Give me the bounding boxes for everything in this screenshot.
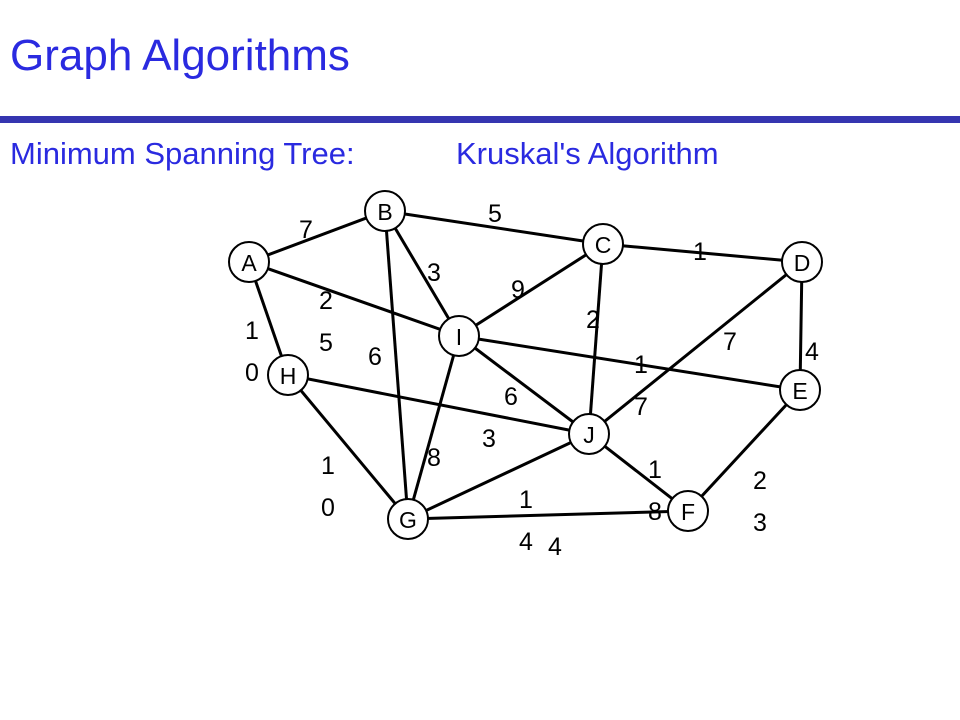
edge-d-e	[798, 261, 804, 391]
node-a: A	[228, 241, 270, 283]
node-d: D	[781, 241, 823, 283]
node-circle	[667, 490, 709, 532]
node-label: E	[792, 378, 807, 404]
edge-e-f	[686, 388, 802, 513]
edge-weight-i-j: 6	[504, 383, 518, 411]
edge-b-g	[383, 210, 410, 520]
page-title: Graph Algorithms	[10, 31, 350, 80]
node-circle	[438, 315, 480, 357]
edge-weight-i-c: 9	[511, 276, 525, 304]
node-label: B	[377, 199, 392, 225]
edge-weight-d-e: 4	[805, 338, 819, 366]
edge-i-e	[458, 334, 801, 392]
edge-weight-b-i: 3	[427, 259, 441, 287]
node-g: G	[387, 498, 429, 540]
edge-weight-g-f: 4	[548, 533, 562, 561]
edge-h-g	[286, 374, 410, 520]
node-c: C	[582, 223, 624, 265]
edge-i-g	[406, 335, 461, 520]
node-label: D	[794, 250, 811, 276]
edge-weight-j-d: 7	[723, 328, 737, 356]
edge-j-g	[407, 432, 590, 521]
edge-weight-c-j: 2	[586, 306, 600, 334]
node-b: B	[364, 190, 406, 232]
edge-weight-i-g: 8	[427, 444, 441, 472]
node-label: G	[399, 507, 417, 533]
subtitle-topic: Minimum Spanning Tree:	[10, 136, 355, 171]
node-circle	[582, 223, 624, 265]
edge-weight-a-b: 7	[299, 216, 313, 244]
edge-a-i	[248, 260, 460, 338]
edge-a-b	[248, 209, 386, 264]
edges-layer	[247, 209, 804, 521]
node-circle	[364, 190, 406, 232]
edge-weight-c-d: 1	[693, 238, 707, 266]
subtitle-algorithm: Kruskal's Algorithm	[456, 136, 719, 171]
edge-b-i	[383, 210, 461, 337]
edge-weight-b-g: 6	[368, 343, 382, 371]
node-circle	[228, 241, 270, 283]
nodes-layer: A B C D E F G H I J	[228, 190, 823, 540]
node-circle	[267, 354, 309, 396]
node-label: H	[280, 363, 297, 389]
edge-c-d	[602, 242, 803, 264]
node-label: A	[241, 250, 257, 276]
node-j: J	[568, 413, 610, 455]
node-f: F	[667, 490, 709, 532]
title-divider	[0, 116, 960, 123]
edge-c-j	[587, 243, 605, 435]
edge-g-f	[407, 509, 689, 521]
node-circle	[779, 369, 821, 411]
edge-i-c	[458, 242, 604, 338]
edge-i-j	[458, 334, 590, 436]
node-circle	[568, 413, 610, 455]
node-i: I	[438, 315, 480, 357]
node-e: E	[779, 369, 821, 411]
edge-j-d	[588, 260, 803, 436]
edge-weight-h-j: 3	[482, 425, 496, 453]
node-label: F	[681, 499, 695, 525]
edge-b-c	[384, 209, 604, 246]
edge-weight-b-c: 5	[488, 200, 502, 228]
node-circle	[387, 498, 429, 540]
node-label: C	[595, 232, 612, 258]
node-circle	[781, 241, 823, 283]
node-label: J	[583, 422, 595, 448]
node-h: H	[267, 354, 309, 396]
node-label: I	[456, 324, 462, 350]
